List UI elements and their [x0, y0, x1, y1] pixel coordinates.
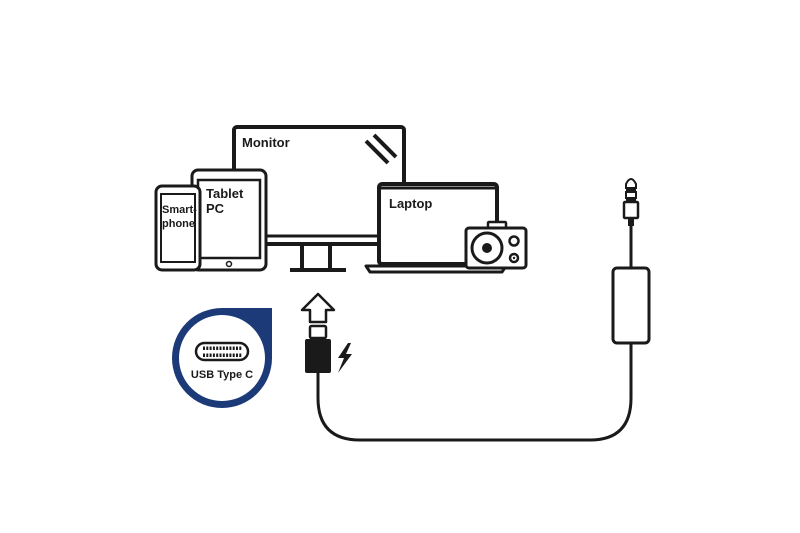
camera-flash-dot [512, 256, 516, 260]
jack-tip [625, 178, 637, 189]
usb-c-pin [219, 346, 222, 350]
usb-c-pin [209, 346, 212, 350]
usb-c-pin [209, 353, 212, 357]
usb-c-pin [216, 353, 219, 357]
usb-c-pin [236, 353, 238, 357]
jack-ring-1 [626, 188, 636, 192]
camera-lens-inner [482, 243, 492, 253]
usb-type-c-badge: USB Type C [172, 308, 272, 408]
plug-housing [305, 339, 331, 373]
usb-c-port-pins [203, 346, 242, 357]
usb-c-pin [219, 353, 222, 357]
usb-c-pin [229, 353, 232, 357]
smartphone [154, 184, 202, 272]
tablet-label-line2: PC [206, 201, 225, 216]
usb-c-pin [226, 346, 229, 350]
lightning-bolt-icon [338, 343, 352, 373]
plug-connector-tip [308, 324, 328, 340]
camera-dial [508, 235, 520, 247]
monitor-label: Monitor [242, 135, 290, 150]
usb-c-pin [239, 353, 242, 357]
smartphone-body [154, 184, 202, 272]
smartphone-screen [160, 193, 196, 263]
smartphone-label-line1: Smart- [162, 204, 197, 216]
usb-c-port-icon [194, 341, 250, 362]
cable [316, 341, 633, 442]
monitor-glare-line-1 [364, 139, 390, 165]
usb-c-pin [236, 346, 238, 350]
usb-c-pin [226, 353, 229, 357]
usb-c-plug-icon [305, 324, 331, 373]
usb-c-pin [239, 346, 242, 350]
usb-c-pin [203, 346, 205, 350]
usb-c-pin [229, 346, 232, 350]
jack-ring-2 [626, 198, 636, 201]
usb-c-pin [222, 346, 225, 350]
usb-c-pin [216, 346, 219, 350]
usb-c-pin [212, 346, 215, 350]
up-arrow-icon [300, 292, 336, 324]
tablet [190, 168, 268, 272]
usb-c-pin [222, 353, 225, 357]
usb-c-pin [206, 346, 209, 350]
monitor-glare-line-2 [372, 133, 398, 159]
usb-c-pin [212, 353, 215, 357]
tablet-home-button [225, 260, 233, 268]
usb-c-pin [206, 353, 209, 357]
camera [464, 220, 528, 270]
usb-c-pin [232, 353, 235, 357]
jack-strain-relief [628, 218, 634, 226]
usb-c-pin [232, 346, 235, 350]
tablet-body [190, 168, 268, 272]
audio-jack-icon [622, 178, 640, 226]
jack-sleeve [625, 191, 637, 199]
smartphone-label-line2: phone [162, 218, 195, 230]
usb-badge-label: USB Type C [191, 369, 253, 381]
laptop-label: Laptop [389, 196, 432, 211]
tablet-label-line1: Tablet [206, 186, 244, 201]
jack-housing [622, 200, 640, 220]
inline-control-box [611, 266, 651, 345]
usb-c-pin [203, 353, 205, 357]
